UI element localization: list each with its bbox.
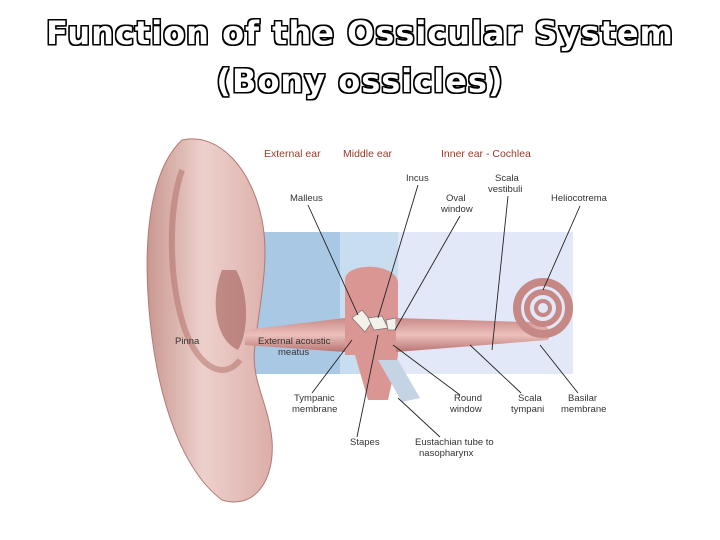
label-eustachian-1: Eustachian tube to bbox=[415, 437, 494, 448]
section-inner-ear: Inner ear - Cochlea bbox=[441, 148, 531, 160]
label-oval-window-2: window bbox=[440, 204, 473, 215]
label-scala-vestibuli-2: vestibuli bbox=[488, 184, 522, 195]
section-middle-ear: Middle ear bbox=[343, 148, 393, 160]
label-round-window-1: Round bbox=[454, 393, 482, 404]
cochlea-spiral bbox=[513, 278, 573, 338]
eustachian-tube bbox=[378, 360, 420, 402]
external-acoustic-meatus bbox=[245, 318, 345, 352]
ossicles bbox=[351, 309, 397, 333]
label-basilar-1: Basilar bbox=[568, 393, 597, 404]
label-scala-tympani-2: tympani bbox=[511, 404, 544, 415]
section-external-ear: External ear bbox=[264, 148, 321, 160]
title-line-1: Function of the Ossicular System bbox=[46, 14, 674, 52]
label-scala-vestibuli-1: Scala bbox=[495, 173, 519, 184]
label-scala-tympani-1: Scala bbox=[518, 393, 542, 404]
title-line-2: (Bony ossicles) bbox=[216, 62, 504, 100]
pinna-shape bbox=[146, 138, 273, 503]
label-basilar-2: membrane bbox=[561, 404, 606, 415]
label-stapes: Stapes bbox=[350, 437, 380, 448]
label-meatus-1: External acoustic bbox=[258, 336, 331, 347]
pinna-concha bbox=[215, 270, 247, 350]
pinna-inner-fold bbox=[168, 169, 243, 373]
label-meatus-2: meatus bbox=[278, 347, 309, 358]
label-incus: Incus bbox=[406, 173, 429, 184]
label-pinna: Pinna bbox=[175, 336, 200, 347]
label-oval-window-1: Oval bbox=[446, 193, 466, 204]
leader-lines bbox=[307, 184, 581, 438]
label-round-window-2: window bbox=[449, 404, 482, 415]
label-eustachian-2: nasopharynx bbox=[419, 448, 474, 459]
label-helicotrema: Heliocotrema bbox=[551, 193, 608, 204]
label-tympanic-1: Tympanic bbox=[294, 393, 335, 404]
label-malleus: Malleus bbox=[290, 193, 323, 204]
cochlea-duct bbox=[396, 318, 551, 352]
label-tympanic-2: membrane bbox=[292, 404, 337, 415]
